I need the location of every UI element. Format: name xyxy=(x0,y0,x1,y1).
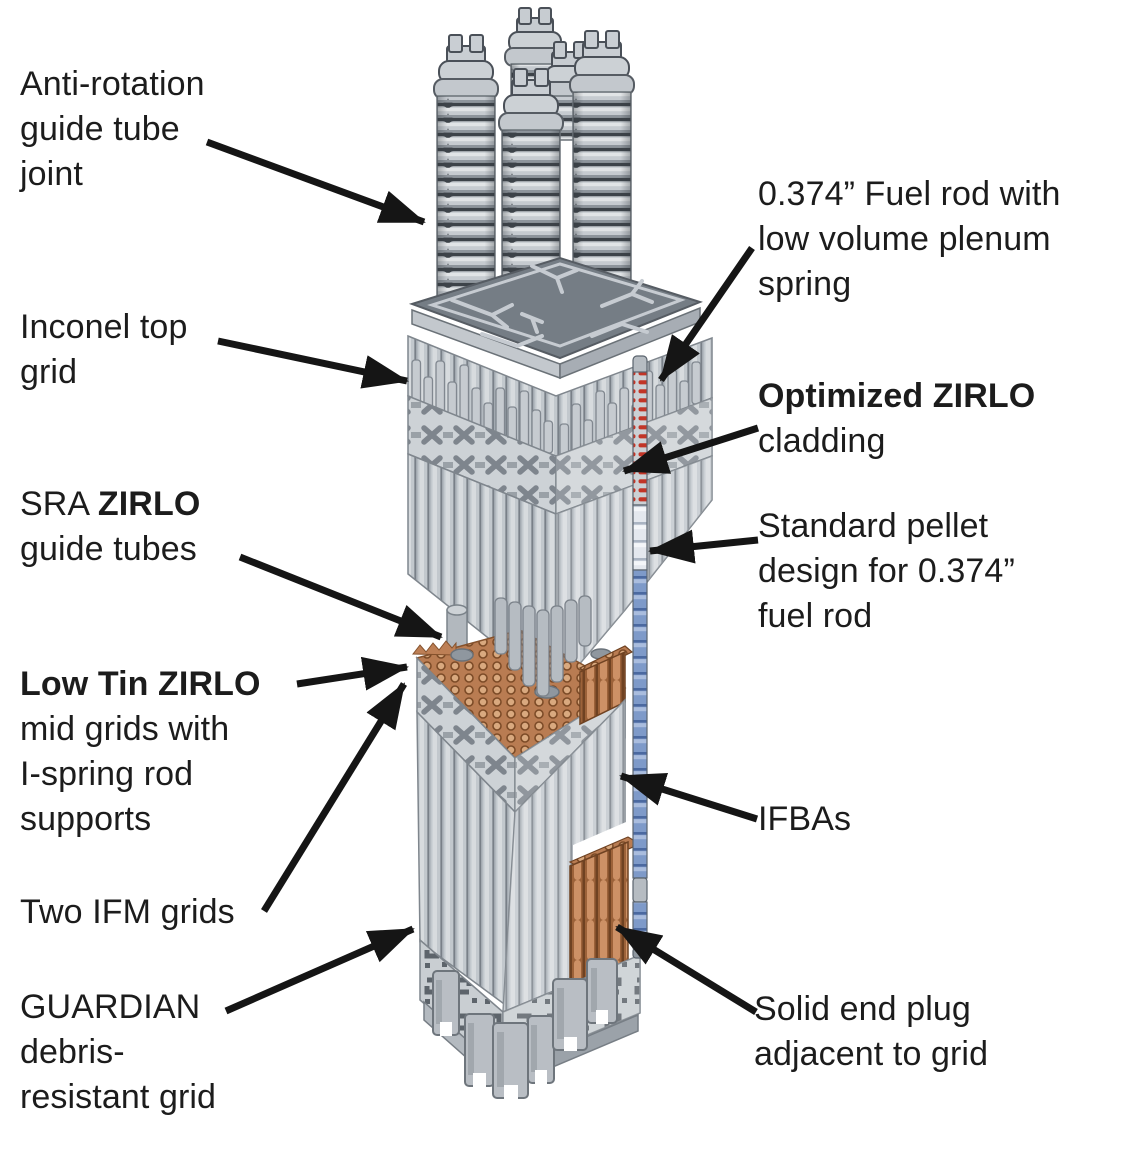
top-nozzle-plate xyxy=(408,256,703,380)
callout-text: Anti-rotation guide tube joint xyxy=(20,65,205,193)
callout-sra-zirlo-guide-tubes: SRA ZIRLO guide tubes xyxy=(20,482,200,572)
pellet-stack-segment xyxy=(632,504,648,571)
callout-text: SRA xyxy=(20,485,98,523)
arrow-low-tin-zirlo-mid-grids xyxy=(296,656,409,691)
plenum-spring-segment xyxy=(632,371,648,506)
callout-text: GUARDIAN debris- resistant grid xyxy=(20,988,217,1116)
arrow-solid-end-plug xyxy=(615,924,758,1015)
solid-end-plug-segment xyxy=(632,877,648,903)
arrow-two-ifm-grids xyxy=(261,682,407,913)
arrow-standard-pellet xyxy=(648,529,759,564)
bottom-nozzle xyxy=(423,958,639,1099)
callout-optimized-zirlo-cladding: Optimized ZIRLO cladding xyxy=(758,374,1035,464)
callout-text-bold: Optimized ZIRLO xyxy=(758,377,1036,415)
callout-text: Standard pellet design for 0.374” fuel r… xyxy=(758,507,1015,635)
callout-low-tin-zirlo-mid-grids: Low Tin ZIRLO mid grids with I-spring ro… xyxy=(20,662,261,842)
callout-text: Two IFM grids xyxy=(20,893,235,931)
ifba-segment xyxy=(632,569,648,879)
callout-text-bold: ZIRLO xyxy=(97,485,201,523)
callout-text: cladding xyxy=(758,422,886,460)
callout-text: guide tubes xyxy=(20,530,197,568)
callout-text: 0.374” Fuel rod with low volume plenum s… xyxy=(758,175,1061,303)
callout-two-ifm-grids: Two IFM grids xyxy=(20,890,235,935)
callout-standard-pellet-design: Standard pellet design for 0.374” fuel r… xyxy=(758,504,1015,639)
arrow-fuel-rod-plenum-spring xyxy=(658,246,755,382)
arrow-optimized-zirlo-cladding xyxy=(622,424,760,475)
cutaway-fuel-rod xyxy=(632,355,648,959)
callout-arrows xyxy=(205,138,760,1015)
callout-ifbas: IFBAs xyxy=(758,797,851,842)
arrow-ifbas xyxy=(619,772,759,823)
callout-text: Solid end plug adjacent to grid xyxy=(754,990,989,1073)
arrow-guardian-grid xyxy=(224,925,415,1015)
callout-guardian-debris-resistant-grid: GUARDIAN debris- resistant grid xyxy=(20,985,216,1120)
callout-inconel-top-grid: Inconel top grid xyxy=(20,305,187,395)
callout-text-bold: Low Tin ZIRLO xyxy=(20,665,261,703)
callout-text: IFBAs xyxy=(758,800,852,838)
arrow-inconel-top-grid xyxy=(217,337,409,389)
callout-text: Inconel top grid xyxy=(20,308,188,391)
callout-solid-end-plug: Solid end plug adjacent to grid xyxy=(754,987,988,1077)
callout-text: mid grids with I-spring rod supports xyxy=(20,710,230,838)
callout-anti-rotation-guide-tube-joint: Anti-rotation guide tube joint xyxy=(20,62,205,197)
arrow-sra-zirlo-guide-tubes xyxy=(238,553,443,641)
arrow-anti-rotation-guide-tube-joint xyxy=(205,138,426,226)
callout-fuel-rod-plenum-spring: 0.374” Fuel rod with low volume plenum s… xyxy=(758,172,1061,307)
